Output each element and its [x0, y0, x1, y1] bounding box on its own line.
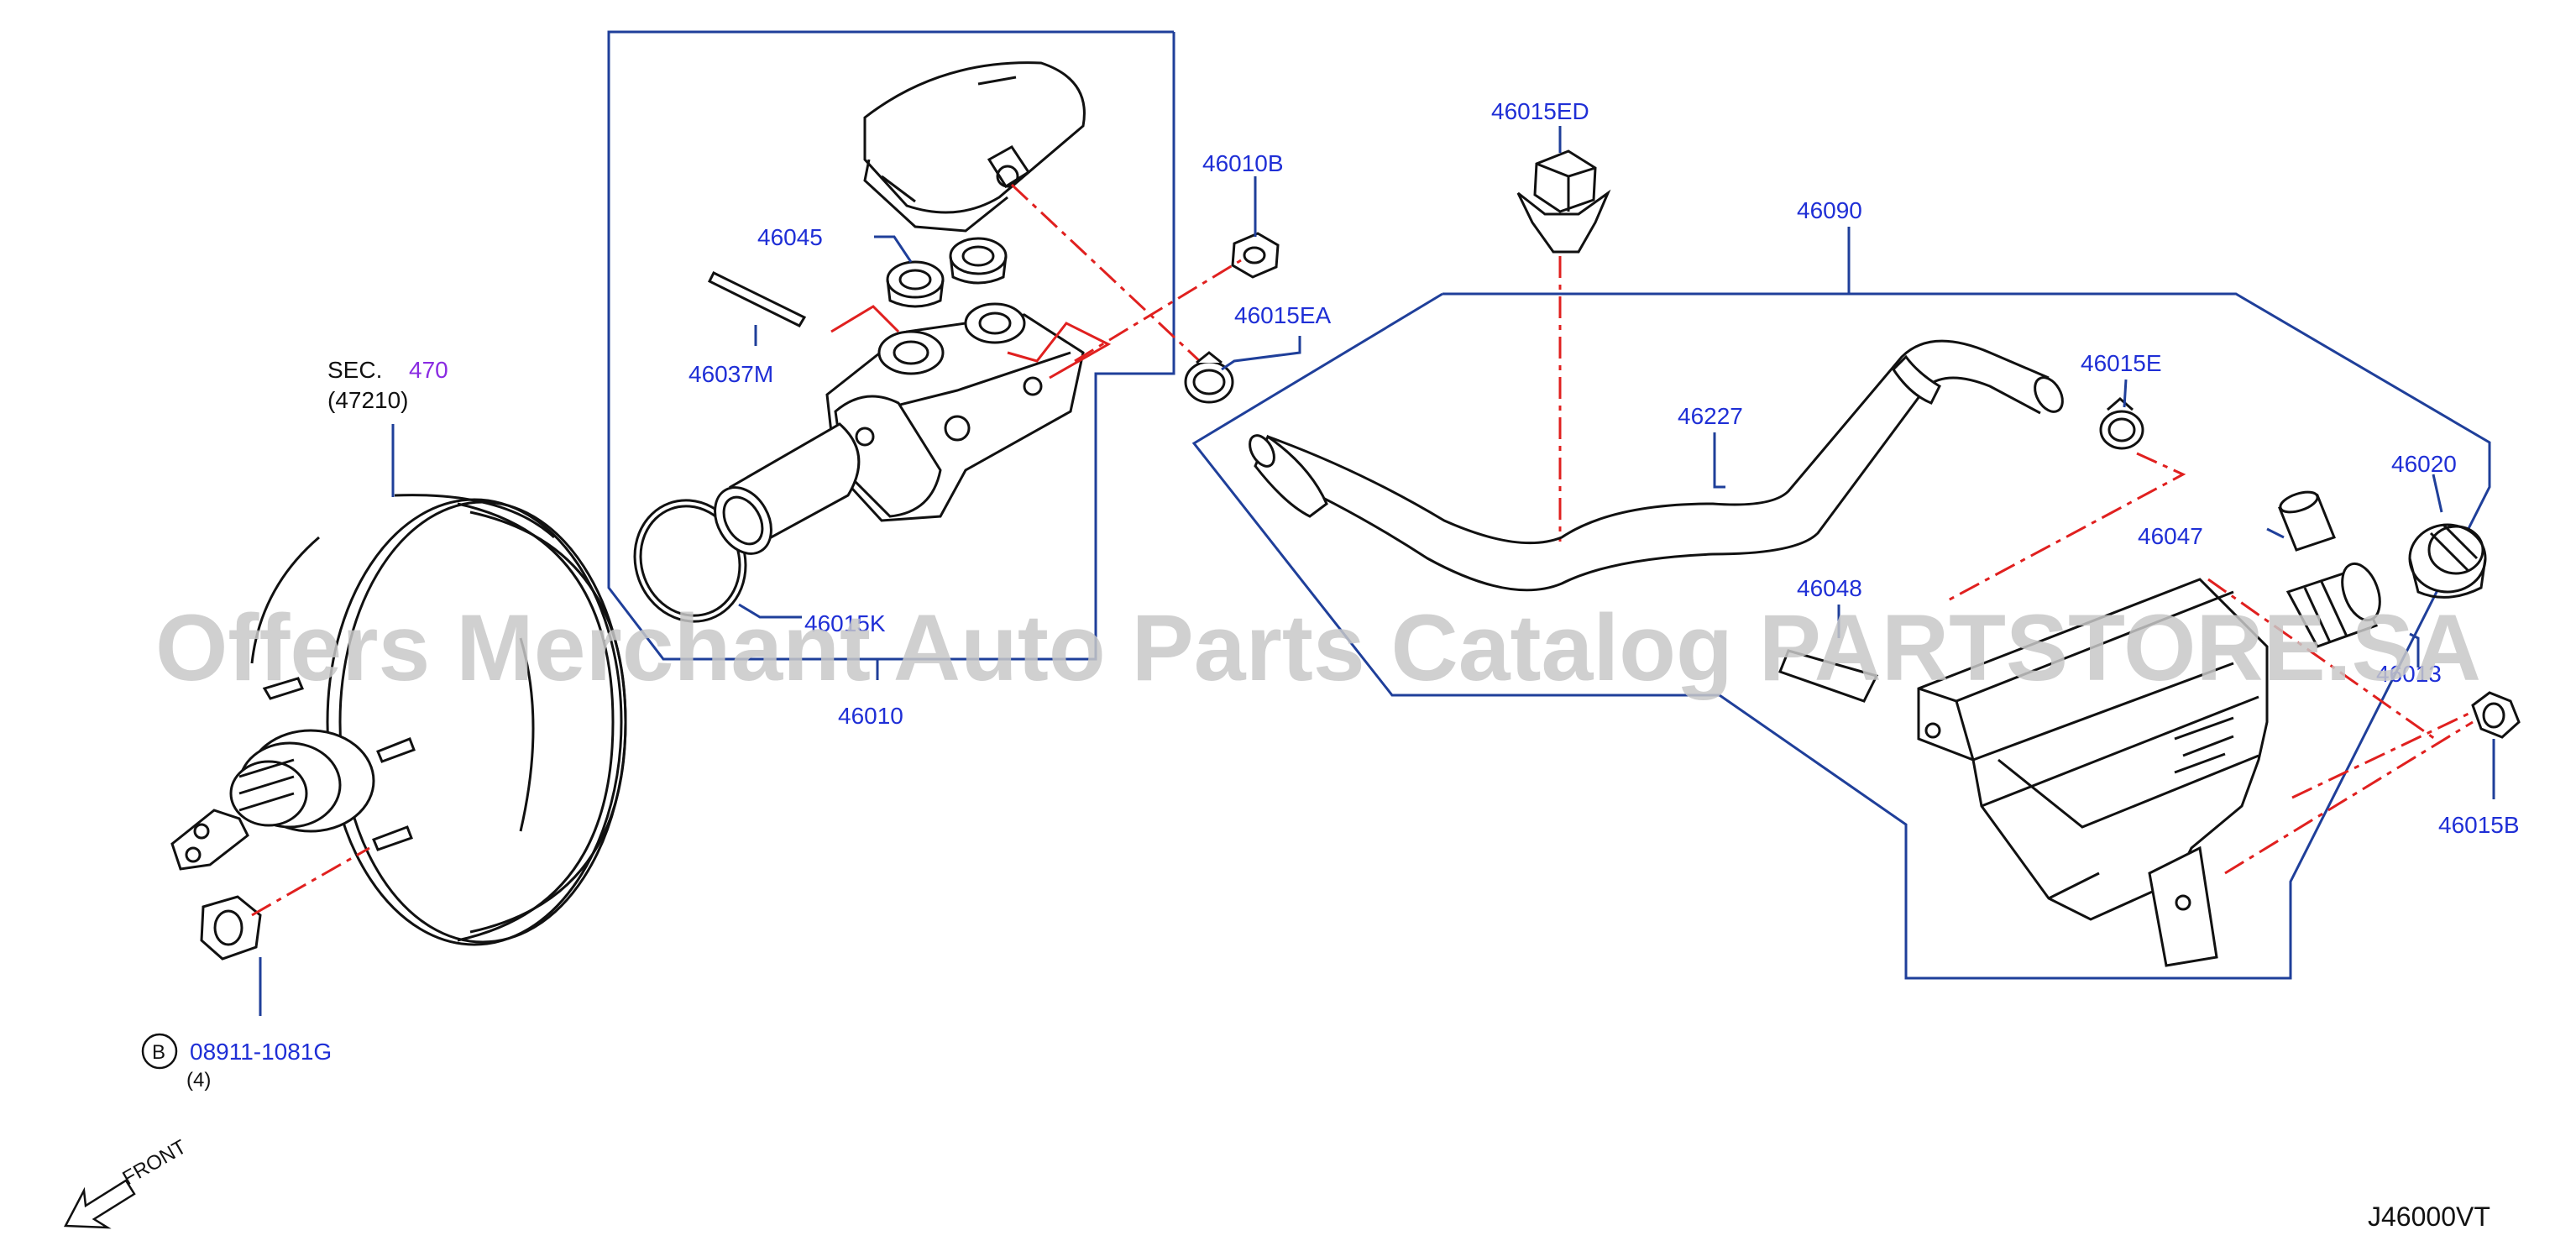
- part-label-46010[interactable]: 46010: [838, 703, 903, 729]
- sec-prefix-label: SEC.: [327, 357, 382, 383]
- hose-clamp-46015E: [2099, 397, 2144, 450]
- part-label-46015ED[interactable]: 46015ED: [1491, 98, 1589, 124]
- pin-assembly-line: [1007, 322, 1112, 380]
- cap-assembly-line: [1010, 183, 1219, 380]
- part-label-46045[interactable]: 46045: [757, 224, 823, 250]
- part-label-46015E[interactable]: 46015E: [2081, 350, 2162, 376]
- part-label-08911-1081G[interactable]: 08911-1081G: [190, 1039, 332, 1065]
- booster-bolt-assembly-line: [251, 846, 370, 917]
- part-label-46015EA[interactable]: 46015EA: [1234, 302, 1332, 328]
- seal-assembly-line: [830, 305, 900, 333]
- part-label-46010B[interactable]: 46010B: [1202, 150, 1284, 176]
- front-label: FRONT: [119, 1135, 191, 1190]
- master-cylinder-group-outline: [607, 30, 1175, 661]
- sec-number-link[interactable]: 470: [409, 357, 448, 383]
- clip-46015ED: [1516, 149, 1611, 254]
- part-label-46013[interactable]: 46013: [2376, 661, 2442, 687]
- reservoir-group-outline: [1191, 292, 2491, 980]
- front-arrow-icon: [63, 1179, 136, 1229]
- part-label-46048[interactable]: 46048: [1797, 575, 1862, 601]
- reservoir-tank: [1917, 578, 2269, 967]
- bolt-marker-circle: [141, 1033, 178, 1070]
- tank-nut-assembly-line: [2224, 720, 2474, 875]
- strainer-46013: [2285, 562, 2381, 648]
- part-label-46015K[interactable]: 46015K: [804, 610, 886, 636]
- reservoir-hose-46227: [1249, 339, 2064, 592]
- part-label-46227[interactable]: 46227: [1678, 403, 1743, 429]
- hose-clamp-46015EA: [1184, 351, 1234, 404]
- pin-46048: [1778, 649, 1879, 703]
- part-label-46020[interactable]: 46020: [2391, 451, 2457, 477]
- reservoir-cap-46020: [2408, 523, 2487, 599]
- part-label-46015B[interactable]: 46015B: [2438, 812, 2520, 838]
- callout-leaders: [259, 126, 2495, 1016]
- nut-assembly-line: [1074, 259, 1242, 363]
- clamp-assembly-line: [1947, 452, 2186, 602]
- nut-46015B: [2471, 691, 2521, 739]
- tank-mount-assembly-line: [2291, 712, 2469, 799]
- part-label-46037M[interactable]: 46037M: [689, 361, 773, 387]
- brake-booster: [170, 494, 627, 961]
- rubber-46047: [2278, 490, 2336, 552]
- sec-subnumber-label: (47210): [327, 387, 409, 413]
- part-label-46090[interactable]: 46090: [1797, 197, 1862, 223]
- bolt-quantity: (4): [186, 1069, 211, 1092]
- part-label-46047[interactable]: 46047: [2138, 523, 2203, 549]
- watermark-text: Offers Merchant Auto Parts Catalog PARTS…: [155, 595, 2481, 700]
- tank-cap-assembly-line: [2207, 578, 2436, 741]
- reservoir-cap-46015K-area: [633, 61, 1280, 623]
- bolt-marker-letter: B: [152, 1041, 165, 1064]
- diagram-reference-code: J46000VT: [2368, 1202, 2490, 1232]
